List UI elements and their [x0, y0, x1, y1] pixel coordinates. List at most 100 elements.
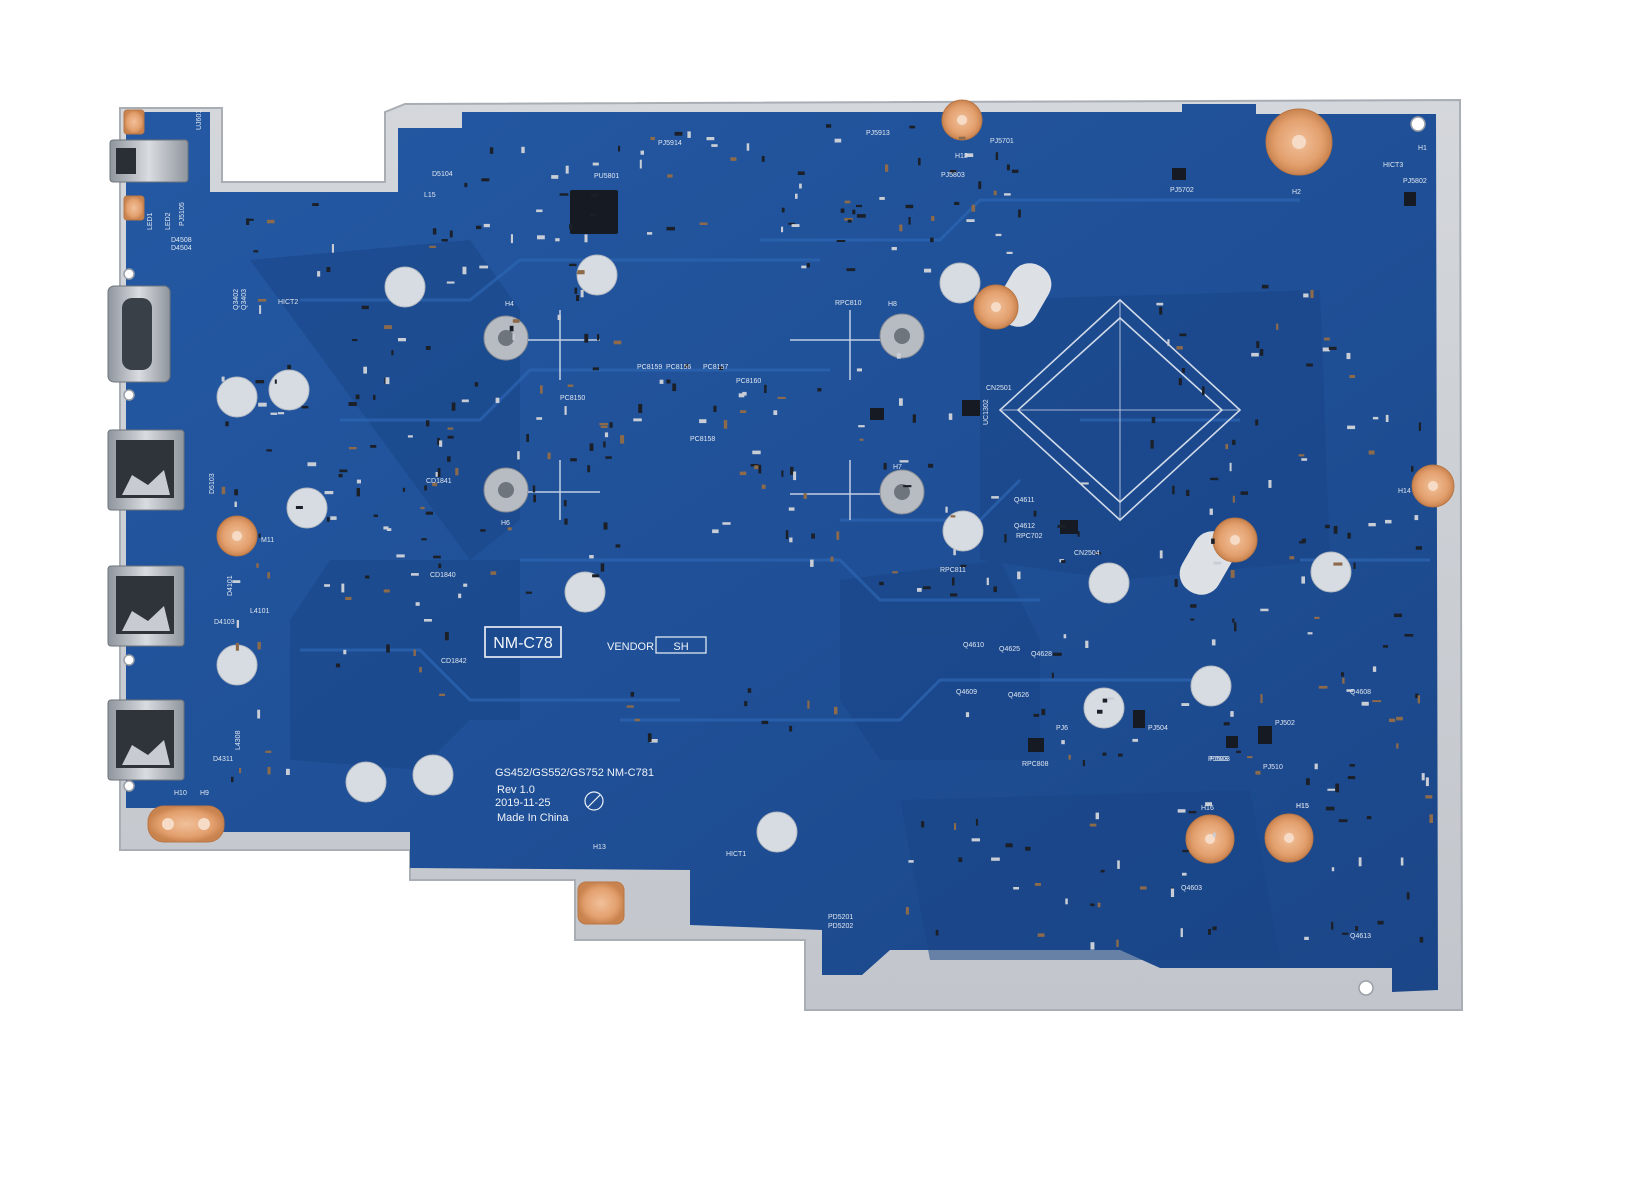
smd-part	[384, 325, 392, 330]
smd-part	[565, 165, 569, 174]
smd-part	[950, 515, 956, 518]
smd-part	[398, 338, 406, 342]
smd-part	[781, 226, 784, 233]
smd-part	[429, 245, 437, 248]
smd-part	[1325, 524, 1330, 529]
silk-label: H13	[593, 844, 606, 851]
smd-part	[1341, 932, 1349, 935]
smd-part	[536, 417, 543, 420]
silk-label: PJ5803	[941, 172, 965, 179]
model-box-text: NM-C78	[493, 635, 553, 652]
smd-part	[1232, 495, 1235, 503]
smd-part	[856, 214, 866, 218]
smd-part	[1051, 672, 1054, 679]
smd-part	[307, 462, 317, 467]
smd-part	[356, 479, 361, 484]
smd-part	[1298, 454, 1305, 457]
smd-part	[324, 491, 334, 495]
smd-part	[1232, 618, 1235, 623]
smd-part	[604, 432, 609, 438]
smd-part	[592, 367, 599, 371]
silk-label: PU5801	[594, 173, 619, 180]
small-chips	[870, 168, 1416, 752]
smd-part	[1355, 926, 1358, 931]
smd-part	[421, 538, 427, 541]
smd-part	[650, 739, 658, 743]
smd-part	[672, 383, 677, 392]
smd-part	[239, 768, 242, 774]
smd-part	[744, 701, 748, 707]
smd-part	[991, 496, 999, 499]
smd-part	[991, 857, 1000, 861]
smd-part	[1306, 778, 1310, 785]
smd-part	[1310, 290, 1314, 298]
silk-label: L4308	[235, 730, 242, 750]
smd-part	[1102, 698, 1108, 703]
smd-part	[383, 589, 390, 593]
smd-part	[225, 421, 229, 427]
smd-part	[1211, 639, 1216, 646]
smd-part	[626, 705, 634, 708]
smd-part	[723, 420, 728, 429]
smd-part	[924, 268, 932, 273]
smd-part	[570, 458, 577, 462]
smd-part	[830, 556, 834, 562]
smd-part	[1335, 783, 1340, 793]
smd-part	[801, 265, 807, 269]
smd-part	[221, 486, 226, 495]
smd-part	[712, 529, 719, 534]
smd-part	[255, 380, 265, 384]
smd-part	[856, 368, 862, 372]
smd-part	[557, 314, 561, 320]
smd-part	[1255, 770, 1261, 775]
smd-part	[810, 559, 814, 567]
smd-part	[1033, 713, 1040, 717]
smd-part	[278, 412, 285, 415]
smd-part	[1065, 898, 1068, 905]
silk-label: Q3402	[233, 289, 240, 310]
silk-label: HICT2	[278, 299, 298, 306]
smd-part	[555, 238, 560, 242]
smd-part	[1095, 812, 1099, 820]
smd-part	[1186, 489, 1190, 496]
smd-part	[945, 506, 948, 513]
smd-part	[1052, 652, 1062, 656]
smd-part	[826, 124, 832, 128]
smd-part	[1261, 284, 1269, 289]
silk-label: Q4612	[1014, 523, 1035, 530]
smd-part	[738, 393, 745, 398]
smd-part	[785, 530, 789, 540]
smd-part	[1342, 677, 1345, 684]
silk-label: D4508	[171, 237, 192, 244]
smd-part	[883, 463, 887, 470]
smd-part	[1082, 759, 1085, 767]
smd-part	[420, 506, 425, 510]
silk-label: RPC810	[835, 300, 862, 307]
smd-part	[348, 447, 357, 450]
smd-part	[1347, 425, 1356, 430]
smd-part	[603, 522, 608, 530]
smd-part	[441, 239, 448, 242]
smd-part	[1159, 550, 1163, 559]
smd-part	[879, 581, 884, 586]
smd-part	[1090, 903, 1095, 907]
silk-label: Q4610	[963, 642, 984, 649]
smd-part	[1361, 701, 1369, 706]
smd-part	[274, 379, 277, 384]
smd-part	[253, 250, 259, 253]
smd-part	[256, 563, 259, 568]
silk-label: Q4611	[1014, 497, 1035, 504]
smd-part	[1396, 716, 1403, 721]
smd-part	[730, 157, 737, 161]
smd-part	[577, 272, 585, 275]
smd-part	[231, 776, 234, 783]
smd-part	[647, 733, 652, 742]
silk-label: CN2504	[1074, 550, 1100, 557]
smd-part	[1394, 613, 1402, 618]
silk-label: CN2501	[986, 385, 1012, 392]
smd-part	[1383, 645, 1388, 648]
smd-part	[899, 460, 909, 463]
smd-part	[1338, 819, 1348, 823]
smd-part	[341, 583, 345, 593]
smd-part	[912, 414, 916, 423]
